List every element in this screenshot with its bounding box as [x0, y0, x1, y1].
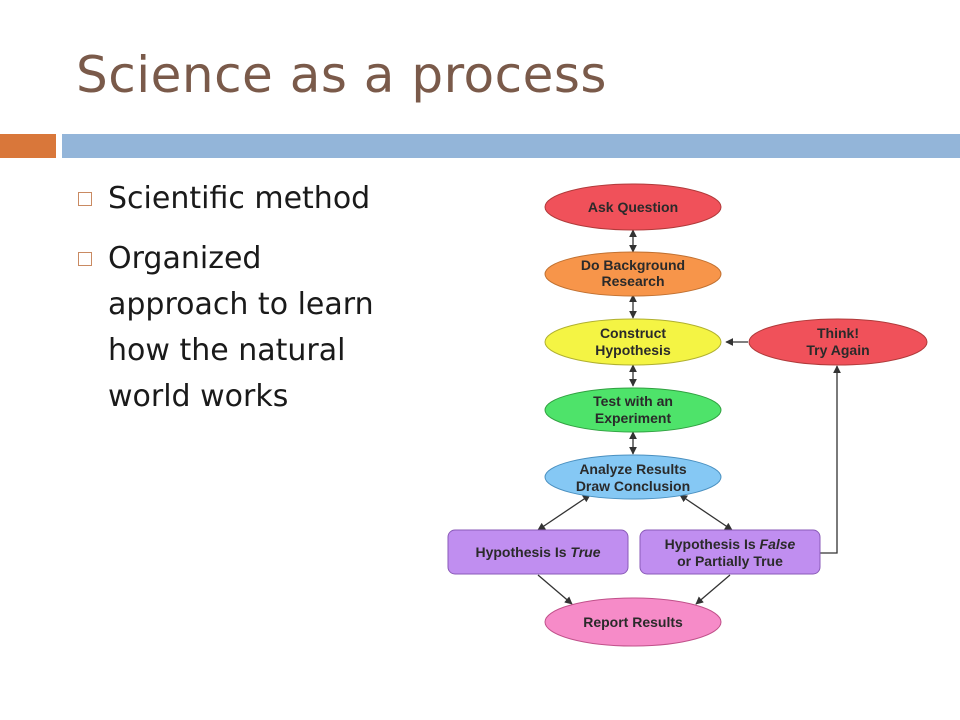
connector-true-report: [537, 574, 573, 605]
square-bullet-icon: [78, 252, 92, 266]
node-think-label-2: Try Again: [806, 342, 869, 358]
scientific-method-flowchart: Ask Question Do Background Research Cons…: [447, 183, 928, 647]
node-think-shape: [748, 318, 928, 366]
slide-title: Science as a process: [76, 46, 607, 104]
connector-analyze-true: [537, 494, 591, 531]
node-think-label-1: Think!: [817, 325, 859, 341]
node-think-try-again: Think! Try Again: [748, 318, 928, 366]
node-false-label-2: or Partially True: [677, 553, 783, 569]
square-bullet-icon: [78, 192, 92, 206]
node-analyze-results: Analyze Results Draw Conclusion: [544, 454, 722, 500]
connector-false-think: [820, 365, 841, 554]
bullet-item: Scientific method: [76, 176, 406, 222]
node-report-label: Report Results: [583, 614, 683, 630]
node-ask-shape: [544, 183, 722, 231]
node-experiment-shape: [544, 387, 722, 433]
node-research-label-2: Research: [601, 273, 664, 289]
bullet-text: Scientific method: [108, 181, 371, 216]
node-hypothesis-true: Hypothesis Is True: [447, 529, 629, 575]
node-research-shape: [544, 251, 722, 297]
node-hypothesis-label-2: Hypothesis: [595, 342, 671, 358]
connector-analyze-false: [679, 494, 733, 531]
node-report-results: Report Results: [544, 597, 722, 647]
node-test-experiment: Test with an Experiment: [544, 387, 722, 433]
node-hypothesis-false: Hypothesis Is False or Partially True: [639, 529, 821, 575]
accent-bar-blue: [62, 134, 960, 158]
node-false-label-1: Hypothesis Is False: [665, 536, 796, 552]
bullet-list: Scientific method Organized approach to …: [76, 176, 406, 434]
node-ask-label: Ask Question: [588, 199, 678, 215]
node-true-label: Hypothesis Is True: [475, 544, 600, 560]
bullet-item: Organized approach to learn how the natu…: [76, 236, 406, 420]
node-analyze-shape: [544, 454, 722, 500]
accent-bar-orange: [0, 134, 56, 158]
node-background-research: Do Background Research: [544, 251, 722, 297]
node-ask-question: Ask Question: [544, 183, 722, 231]
node-analyze-label-1: Analyze Results: [579, 461, 687, 477]
node-hypothesis-shape: [544, 318, 722, 366]
node-experiment-label-2: Experiment: [595, 410, 672, 426]
node-analyze-label-2: Draw Conclusion: [576, 478, 690, 494]
node-report-shape: [544, 597, 722, 647]
flow-connectors: [537, 229, 841, 605]
node-hypothesis-label-1: Construct: [600, 325, 666, 341]
node-construct-hypothesis: Construct Hypothesis: [544, 318, 722, 366]
connector-false-report: [695, 574, 731, 605]
node-true-shape: [447, 529, 629, 575]
node-research-label-1: Do Background: [581, 257, 685, 273]
node-false-shape: [639, 529, 821, 575]
node-experiment-label-1: Test with an: [593, 393, 673, 409]
bullet-text: Organized approach to learn how the natu…: [108, 241, 374, 414]
